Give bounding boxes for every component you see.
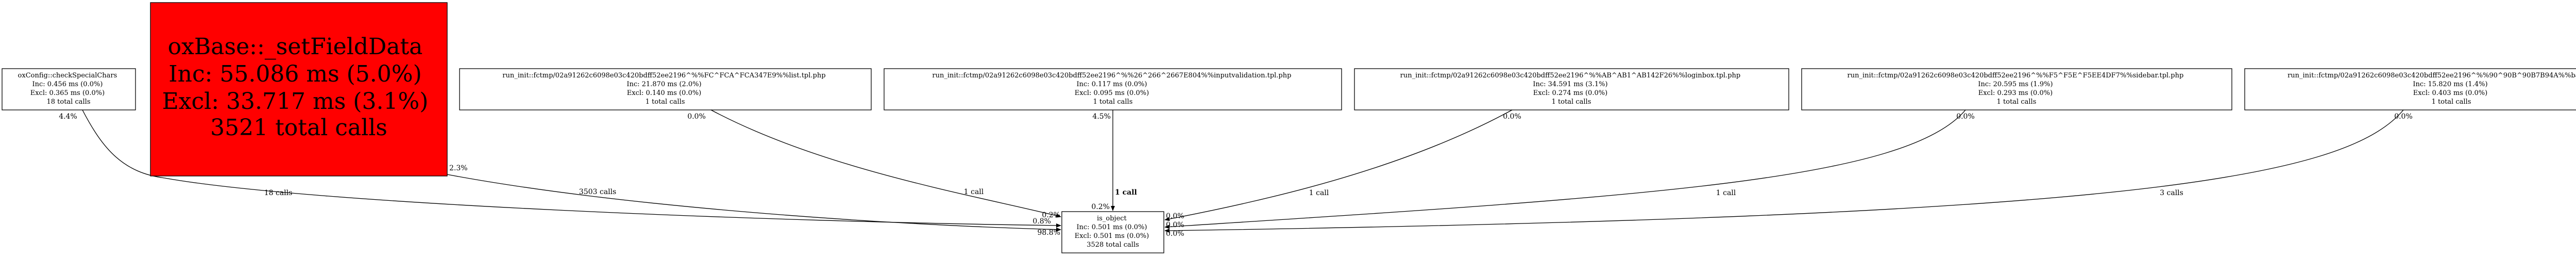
node-inclusive: Inc: 21.870 ms (2.0%)	[626, 81, 701, 88]
node-total-calls: 1 total calls	[2432, 98, 2471, 106]
node-inclusive: Inc: 0.501 ms (0.0%)	[1076, 223, 1147, 231]
edge-tail-pct: 4.4%	[59, 113, 77, 121]
edge-label-calls: 1 call	[964, 188, 984, 196]
edge-head-pct: 98.8%	[1038, 229, 1060, 237]
edge-loginbox-tpl	[1164, 109, 1513, 221]
node-total-calls: 18 total calls	[46, 98, 90, 106]
edge-tail-pct: 4.5%	[1092, 113, 1111, 121]
node-function-name: run_init::fctmp/02a91262c6098e03c420bdff…	[2287, 72, 2576, 79]
node-function-name: oxConfig::checkSpecialChars	[18, 72, 117, 79]
node-exclusive: Excl: 0.274 ms (0.0%)	[1533, 89, 1607, 97]
node-total-calls: 1 total calls	[1997, 98, 2037, 106]
svg-text:oxBase::_setFieldData: oxBase::_setFieldData Inc: 55.086 ms (5.…	[162, 34, 436, 141]
edge-base-tpl	[1164, 109, 2404, 233]
node-inclusive: Inc: 55.086 ms (5.0%)	[168, 61, 422, 87]
node-is-object[interactable]: is_object Inc: 0.501 ms (0.0%) Excl: 0.5…	[1061, 211, 1164, 253]
edge-sidebar-tpl	[1164, 109, 1966, 229]
node-total-calls: 1 total calls	[1552, 98, 1591, 106]
node-inclusive: Inc: 0.117 ms (0.0%)	[1076, 81, 1147, 88]
edge-head-pct: 0.2%	[1042, 211, 1060, 219]
node-function-name: run_init::fctmp/02a91262c6098e03c420bdff…	[932, 72, 1291, 79]
node-box	[2244, 68, 2576, 110]
svg-text:is_object Inc: 0.501 m: is_object Inc: 0.501 ms (0.0%) Excl: 0.5…	[1075, 215, 1151, 249]
node-total-calls: 1 total calls	[646, 98, 685, 106]
node-exclusive: Excl: 0.140 ms (0.0%)	[627, 89, 701, 97]
edge-head-pct: 0.0%	[1166, 230, 1184, 238]
node-total-calls: 3528 total calls	[1087, 241, 1139, 249]
node-function-name: run_init::fctmp/02a91262c6098e03c420bdff…	[1400, 72, 1741, 79]
edge-label-calls: 1 call	[1716, 189, 1736, 197]
node-function-name: run_init::fctmp/02a91262c6098e03c420bdff…	[1848, 72, 2184, 79]
node-exclusive: Excl: 0.095 ms (0.0%)	[1075, 89, 1149, 97]
edge-label-calls: 1 call	[1309, 189, 1329, 197]
edge-label-calls: 3 calls	[2160, 189, 2183, 197]
edge-label-calls: 1 call	[1115, 188, 1137, 197]
edge-head-pct: 0.2%	[1091, 203, 1110, 211]
edge-tail-pct: 0.0%	[687, 113, 706, 121]
node-box	[1354, 68, 1789, 110]
node-box	[1061, 211, 1164, 253]
node-inclusive: Inc: 20.595 ms (1.9%)	[1978, 81, 2053, 88]
node-exclusive: Excl: 0.403 ms (0.0%)	[2413, 89, 2487, 97]
node-box	[1801, 68, 2232, 110]
node-box	[150, 2, 448, 177]
node-sidebar-tpl[interactable]: run_init::fctmp/02a91262c6098e03c420bdff…	[1801, 68, 2232, 110]
svg-text:run_init::fctmp/02a91262c6098e: run_init::fctmp/02a91262c6098e03c420bdff…	[2287, 72, 2576, 106]
node-exclusive: Excl: 33.717 ms (3.1%)	[162, 88, 429, 115]
node-box	[459, 68, 872, 110]
edge-list-tpl	[710, 109, 1061, 218]
node-function-name: is_object	[1097, 215, 1127, 222]
edge-tail-pct: 0.0%	[2394, 113, 2413, 121]
svg-text:run_init::fctmp/02a91262c6098e: run_init::fctmp/02a91262c6098e03c420bdff…	[1400, 72, 1743, 106]
edge-head-pct: 0.0%	[1166, 212, 1184, 220]
edge-tail-pct: 2.3%	[449, 164, 468, 172]
node-box	[2, 68, 136, 110]
svg-text:run_init::fctmp/02a91262c6098e: run_init::fctmp/02a91262c6098e03c420bdff…	[1848, 72, 2186, 106]
node-loginbox-tpl[interactable]: run_init::fctmp/02a91262c6098e03c420bdff…	[1354, 68, 1789, 110]
node-inclusive: Inc: 0.456 ms (0.0%)	[32, 81, 103, 88]
node-inclusive: Inc: 15.820 ms (1.4%)	[2413, 81, 2487, 88]
edge-tail-pct: 0.0%	[1503, 113, 1521, 121]
edge-head-pct: 0.0%	[1166, 221, 1184, 229]
node-checkspecialchars[interactable]: oxConfig::checkSpecialChars Inc: 0.456 m…	[2, 68, 136, 110]
edge-label-calls: 3503 calls	[579, 188, 616, 196]
svg-text:oxConfig::checkSpecialChars: oxConfig::checkSpecialChars Inc: 0.456 m…	[18, 72, 120, 106]
edge-label-calls: 18 calls	[264, 189, 293, 197]
node-exclusive: Excl: 0.293 ms (0.0%)	[1978, 89, 2053, 97]
svg-text:run_init::fctmp/02a91262c6098e: run_init::fctmp/02a91262c6098e03c420bdff…	[502, 72, 827, 106]
node-total-calls: 1 total calls	[1093, 98, 1133, 106]
edge-tail-pct: 0.0%	[1956, 113, 1975, 121]
nodes: oxConfig::checkSpecialChars Inc: 0.456 m…	[2, 2, 2576, 253]
node-base-tpl[interactable]: run_init::fctmp/02a91262c6098e03c420bdff…	[2244, 68, 2576, 110]
node-inputvalidation-tpl[interactable]: run_init::fctmp/02a91262c6098e03c420bdff…	[884, 68, 1342, 110]
edges: 18 calls 4.4% 0.8% 3503 calls 2.3% 98.8%…	[59, 109, 2413, 238]
edge-setfielddata	[447, 174, 1061, 232]
node-function-name: run_init::fctmp/02a91262c6098e03c420bdff…	[502, 72, 825, 79]
node-exclusive: Excl: 0.365 ms (0.0%)	[30, 89, 105, 97]
edge-head-pct: 0.8%	[1032, 217, 1051, 226]
node-exclusive: Excl: 0.501 ms (0.0%)	[1075, 232, 1149, 240]
svg-text:run_init::fctmp/02a91262c6098e: run_init::fctmp/02a91262c6098e03c420bdff…	[932, 72, 1293, 106]
node-total-calls: 3521 total calls	[210, 115, 387, 141]
edge-checkspecialchars	[82, 109, 1061, 228]
node-box	[884, 68, 1342, 110]
node-inclusive: Inc: 34.591 ms (3.1%)	[1533, 81, 1607, 88]
node-setfielddata[interactable]: oxBase::_setFieldData Inc: 55.086 ms (5.…	[150, 2, 448, 177]
node-list-tpl[interactable]: run_init::fctmp/02a91262c6098e03c420bdff…	[459, 68, 872, 110]
node-function-name: oxBase::_setFieldData	[168, 34, 423, 60]
